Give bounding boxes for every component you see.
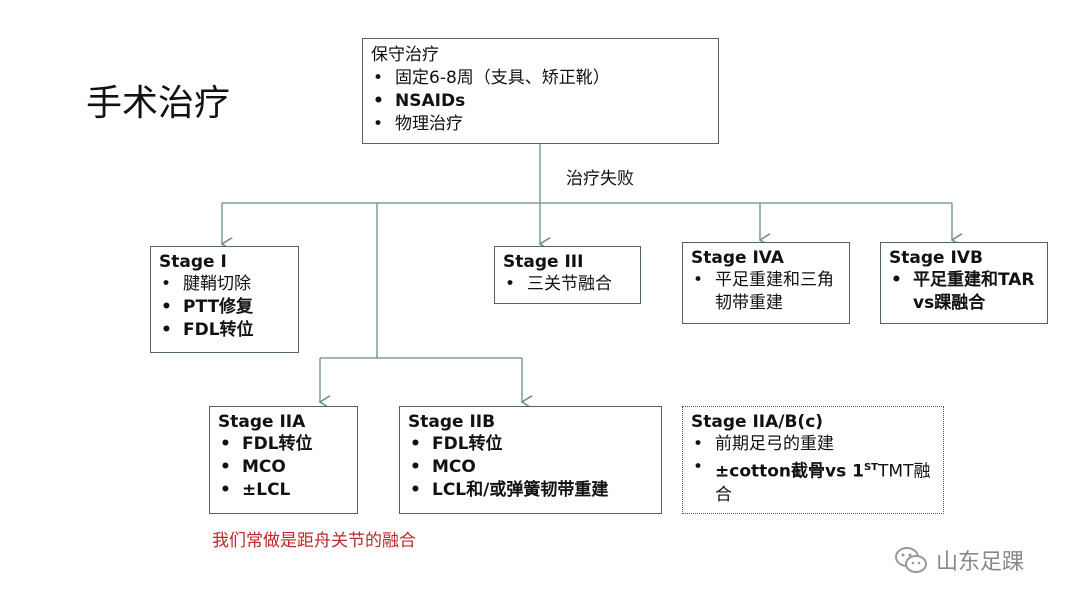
watermark-text: 山东足踝	[936, 550, 1025, 575]
stage2b-box: Stage IIB FDL转位 MCO LCL和/或弹簧韧带重建	[399, 406, 662, 514]
stage1-item: 腱鞘切除	[159, 273, 290, 296]
conservative-box: 保守治疗 固定6-8周（支具、矫正靴） NSAIDs 物理治疗	[362, 38, 719, 144]
conservative-item: 固定6-8周（支具、矫正靴）	[371, 67, 710, 90]
stage4b-title: Stage IVB	[889, 248, 983, 268]
stage2b-item: LCL和/或弹簧韧带重建	[408, 479, 653, 502]
conservative-item: 物理治疗	[371, 113, 710, 136]
stage1-title: Stage I	[159, 252, 227, 272]
stage2abc-item-2-pre: ±cotton截骨vs 1	[715, 461, 864, 482]
stage2abc-item: 前期足弓的重建	[691, 433, 935, 456]
stage4a-title: Stage IVA	[691, 248, 784, 268]
page-title: 手术治疗	[86, 83, 231, 124]
stage2abc-item-2: ±cotton截骨vs 1STTMT融合	[691, 456, 935, 507]
stage2a-item: FDL转位	[218, 433, 349, 456]
stage1-item: FDL转位	[159, 319, 290, 342]
stage2abc-title: Stage IIA/B(c)	[691, 412, 824, 432]
stage2a-title: Stage IIA	[218, 412, 306, 432]
stage2b-title: Stage IIB	[408, 412, 496, 432]
treatment-failure-label: 治疗失败	[566, 169, 634, 189]
stage2b-item: FDL转位	[408, 433, 653, 456]
stage2a-box: Stage IIA FDL转位 MCO ±LCL	[209, 406, 358, 514]
stage2a-item: ±LCL	[218, 479, 349, 502]
conservative-item: NSAIDs	[371, 90, 710, 113]
watermark: 山东足踝	[894, 544, 1024, 576]
stage2abc-item-2-sup: ST	[863, 462, 879, 473]
stage1-box: Stage I 腱鞘切除 PTT修复 FDL转位	[150, 246, 299, 353]
stage2a-item: MCO	[218, 456, 349, 479]
conservative-title: 保守治疗	[371, 45, 439, 65]
stage4a-item: 平足重建和三角韧带重建	[691, 269, 841, 315]
stage4b-item: 平足重建和TAR vs踝融合	[889, 269, 1039, 315]
stage3-title: Stage III	[503, 252, 584, 272]
stage4b-box: Stage IVB 平足重建和TAR vs踝融合	[880, 242, 1048, 324]
red-note: 我们常做是距舟关节的融合	[212, 531, 416, 551]
stage4a-box: Stage IVA 平足重建和三角韧带重建	[682, 242, 850, 324]
stage2abc-box: Stage IIA/B(c) 前期足弓的重建 ±cotton截骨vs 1STTM…	[682, 406, 944, 514]
wechat-logo-icon	[895, 547, 927, 573]
stage2b-item: MCO	[408, 456, 653, 479]
stage3-box: Stage III 三关节融合	[494, 246, 641, 304]
stage2abc-item-2-post: TMT融合	[715, 461, 931, 505]
stage1-item: PTT修复	[159, 296, 290, 319]
stage3-item: 三关节融合	[503, 273, 632, 296]
